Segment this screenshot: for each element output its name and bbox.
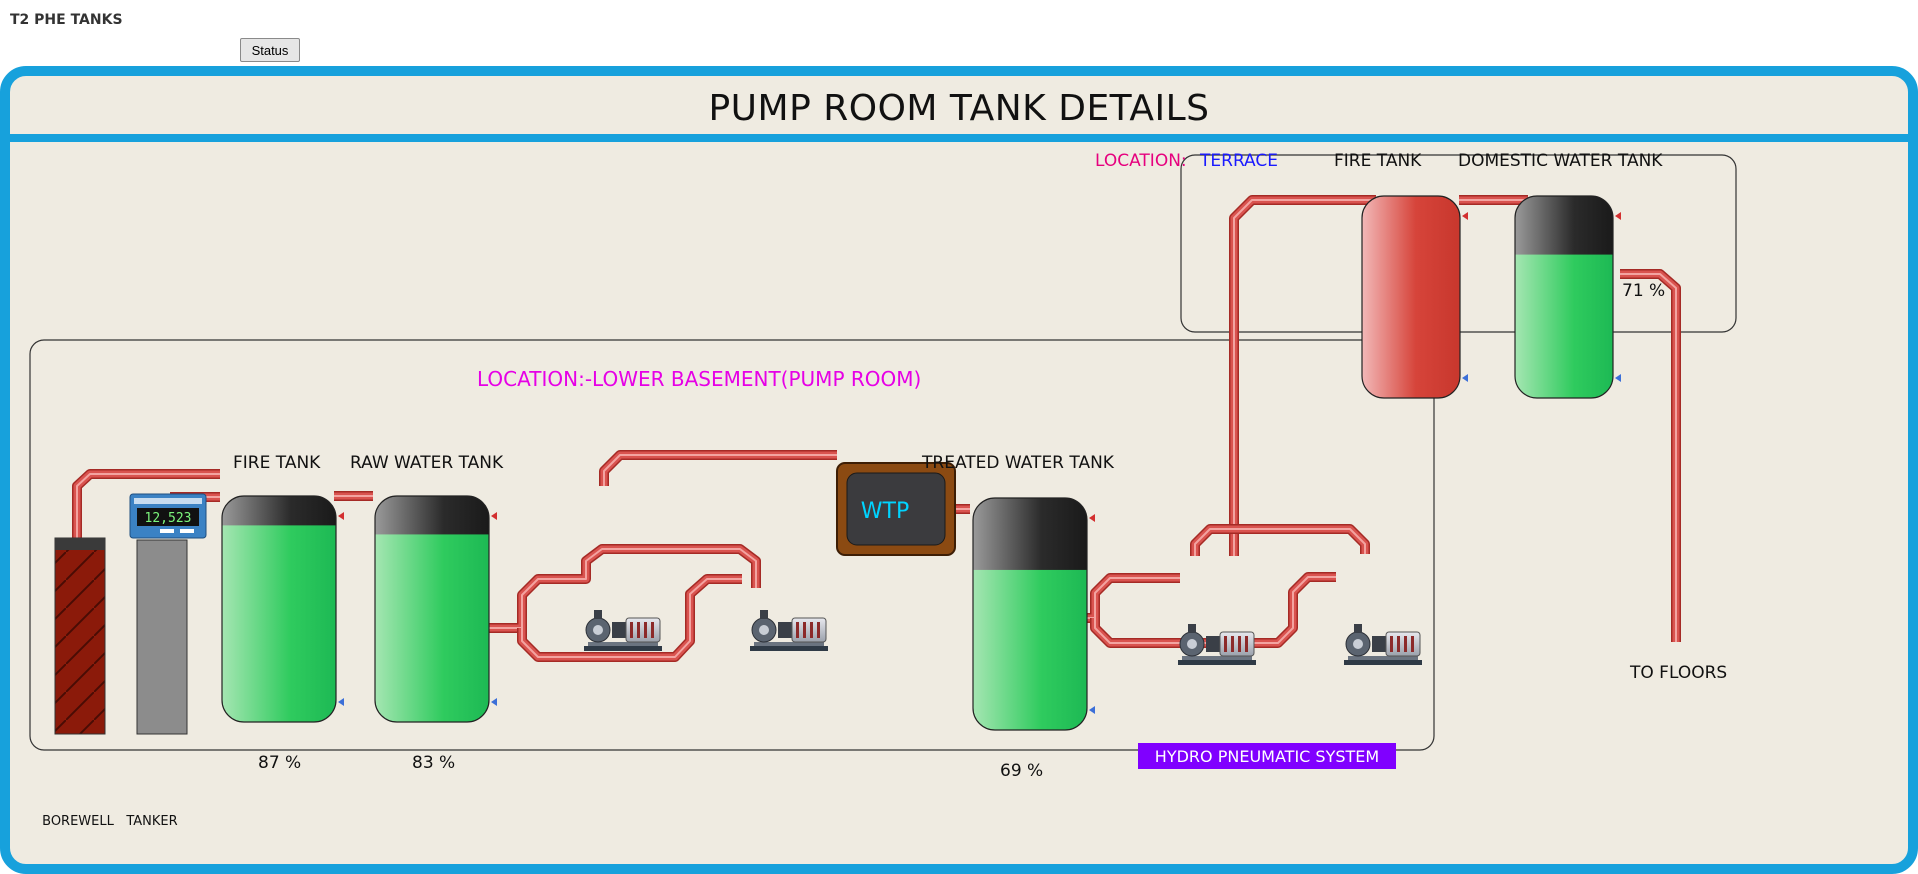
pipe-highlight <box>1233 199 1376 556</box>
app-title: T2 PHE TANKS <box>10 12 123 28</box>
treated-water-tank-label: TREATED WATER TANK <box>921 453 1115 473</box>
pump-icon[interactable] <box>1178 624 1256 665</box>
wtp-label: WTP <box>861 499 909 524</box>
to-floors-label: TO FLOORS <box>1629 663 1727 683</box>
pipe-outline <box>1229 195 1376 556</box>
level-marker-icon <box>338 512 344 520</box>
tank-water-level <box>973 569 1087 730</box>
pipe-outline <box>1190 524 1370 556</box>
level-marker-icon <box>338 698 344 706</box>
main-panel: PUMP ROOM TANK DETAILS <box>0 66 1918 874</box>
raw-water-tank-label: RAW WATER TANK <box>350 453 504 473</box>
pump-room-diagram: 12,523 WTP LOCATION: TERRACE FIRE TANK D… <box>29 151 1737 829</box>
fire-tank-percent: 87 % <box>258 753 301 773</box>
terrace-fire-tank-label: FIRE TANK <box>1334 151 1422 171</box>
pipe-highlight <box>488 548 757 629</box>
borewell-icon <box>54 537 106 735</box>
tank-outline <box>374 495 490 723</box>
tanker-label: TANKER <box>125 814 177 829</box>
domestic-tank-percent: 71 % <box>1622 281 1665 301</box>
pump-icon[interactable] <box>1344 624 1422 665</box>
flow-meter-reading: 12,523 <box>145 511 192 526</box>
raw-water-tank[interactable] <box>374 495 497 723</box>
pipe-segment <box>1230 196 1376 556</box>
basement-group-box <box>29 339 1435 751</box>
pipe-highlight <box>76 473 220 538</box>
header-band: PUMP ROOM TANK DETAILS <box>10 76 1908 142</box>
treated-water-tank[interactable] <box>972 497 1095 731</box>
tank-water-level <box>1515 254 1613 398</box>
level-marker-icon <box>491 512 497 520</box>
level-marker-icon <box>1089 706 1095 714</box>
pipe-outline <box>1620 269 1681 642</box>
pipe-outline <box>599 450 837 486</box>
pipe-segment <box>1091 573 1336 647</box>
pipe-highlight <box>1194 528 1366 556</box>
fire-tank-label: FIRE TANK <box>233 453 321 473</box>
tank-outline <box>1514 195 1614 399</box>
pipe-highlight <box>521 578 742 658</box>
pipe-network <box>72 195 1681 662</box>
domestic-water-tank[interactable] <box>1514 195 1621 399</box>
level-marker-icon <box>1089 514 1095 522</box>
treated-water-tank-percent: 69 % <box>1000 761 1043 781</box>
pipe-highlight <box>1620 273 1677 642</box>
page-heading: PUMP ROOM TANK DETAILS <box>708 88 1210 129</box>
domestic-tank-label: DOMESTIC WATER TANK <box>1458 151 1663 171</box>
pump-icon[interactable] <box>584 610 662 651</box>
level-marker-icon <box>491 698 497 706</box>
tank-outline <box>972 497 1088 731</box>
pipe-highlight <box>603 454 837 486</box>
flow-meter-icon <box>129 493 207 539</box>
tank-outline <box>221 495 337 723</box>
tanker-icon <box>136 539 188 735</box>
tank-water-level <box>222 525 336 722</box>
pipe-segment <box>1620 270 1680 642</box>
borewell-cap <box>55 538 105 550</box>
hydro-pneumatic-badge[interactable] <box>1138 743 1396 769</box>
status-button[interactable]: Status <box>240 38 300 62</box>
hydro-pneumatic-label: HYDRO PNEUMATIC SYSTEM <box>1155 747 1379 766</box>
raw-water-tank-percent: 83 % <box>412 753 455 773</box>
borewell-label: BOREWELL <box>42 814 114 829</box>
pipe-highlight <box>1094 576 1336 644</box>
tank-water-level <box>375 534 489 722</box>
level-marker-icon <box>1462 212 1468 220</box>
basement-location-label: LOCATION:-LOWER BASEMENT(PUMP ROOM) <box>477 367 921 391</box>
terrace-location-label: LOCATION: <box>1095 151 1187 171</box>
tank-body <box>1361 195 1461 399</box>
fire-tank[interactable] <box>221 495 344 723</box>
level-marker-icon <box>1615 212 1621 220</box>
level-marker-icon <box>1462 374 1468 382</box>
level-marker-icon <box>1615 374 1621 382</box>
pump-icon[interactable] <box>750 610 828 651</box>
terrace-location-value: TERRACE <box>1199 151 1278 171</box>
terrace-fire-tank[interactable] <box>1361 195 1468 399</box>
